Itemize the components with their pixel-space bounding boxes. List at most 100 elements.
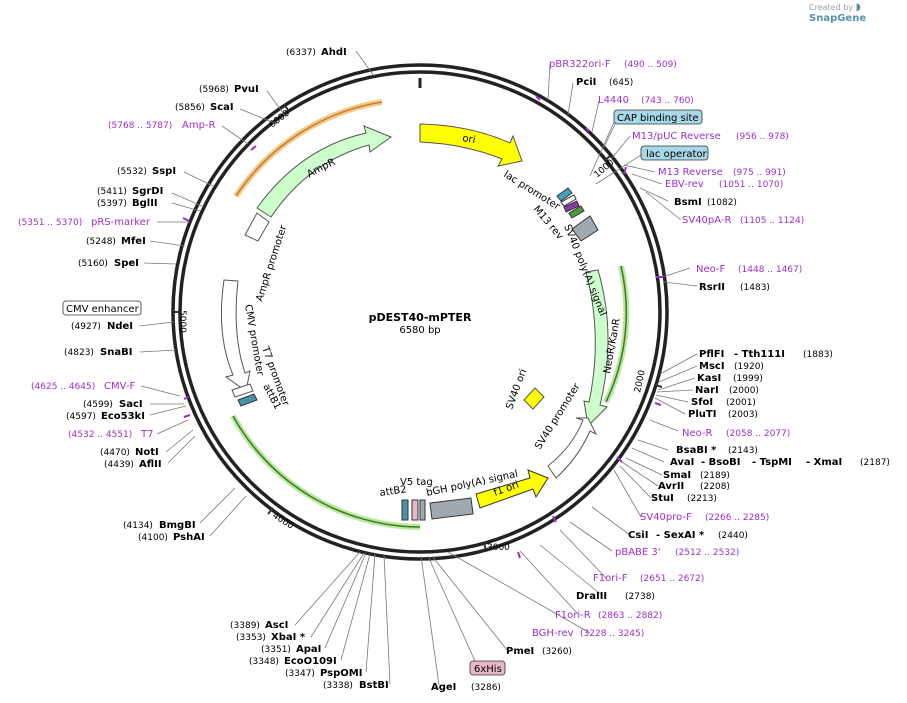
ampr-primer-name[interactable]: Amp-R bbox=[182, 120, 216, 131]
neor-primer-name[interactable]: Neo-R bbox=[682, 428, 713, 439]
smai-name[interactable]: SmaI bbox=[663, 470, 691, 481]
t7-promoter-feature[interactable] bbox=[231, 383, 254, 398]
his-tag-box[interactable] bbox=[469, 660, 506, 676]
attb2-feature[interactable] bbox=[401, 499, 409, 521]
msci-name[interactable]: MscI bbox=[699, 361, 725, 372]
bstbi-pos: (3338) bbox=[323, 681, 353, 691]
ampr-feature[interactable] bbox=[256, 125, 393, 218]
apai-name[interactable]: ApaI bbox=[296, 644, 321, 655]
sv40prof-name[interactable]: SV40pro-F bbox=[640, 512, 692, 523]
pluti-name[interactable]: PluTI bbox=[688, 409, 716, 420]
m13puc-name[interactable]: M13/pUC Reverse bbox=[632, 131, 721, 142]
stui-pos: (2213) bbox=[687, 494, 717, 504]
sv40-promoter-feature[interactable] bbox=[547, 417, 598, 479]
bmgbi-name[interactable]: BmgBI bbox=[159, 520, 196, 531]
bsobi-name[interactable]: - BsoBI bbox=[701, 457, 740, 468]
f1-ori-feature[interactable] bbox=[475, 469, 549, 509]
his-tag-label: 6xHis bbox=[474, 664, 502, 675]
bsabi-name[interactable]: BsaBI * bbox=[676, 445, 717, 456]
bghrev-name[interactable]: BGH-rev bbox=[532, 628, 574, 639]
neor-kanr-feature[interactable] bbox=[583, 269, 609, 428]
t7-primer-pos: (4532 .. 4551) bbox=[68, 430, 132, 440]
mfei-name[interactable]: MfeI bbox=[121, 236, 146, 247]
ahdi-name[interactable]: AhdI bbox=[321, 47, 347, 58]
ori-label: ori bbox=[461, 133, 476, 146]
sgrdi-name[interactable]: SgrDI bbox=[132, 186, 163, 197]
m13rev-name[interactable]: M13 Reverse bbox=[658, 167, 723, 178]
asci-name[interactable]: AscI bbox=[265, 620, 288, 631]
eco0109i-name[interactable]: EcoO109I bbox=[284, 656, 337, 667]
stui-name[interactable]: StuI bbox=[651, 493, 674, 504]
lac-operator-feature[interactable] bbox=[568, 205, 585, 219]
sv40par-name[interactable]: SV40pA-R bbox=[682, 215, 731, 226]
draiii-name[interactable]: DraIII bbox=[576, 591, 607, 602]
v5-tag-feature[interactable] bbox=[411, 499, 419, 521]
xmai-name[interactable]: - XmaI bbox=[806, 457, 842, 468]
cmvf-name[interactable]: CMV-F bbox=[104, 381, 135, 392]
lac-promoter-feature[interactable] bbox=[560, 194, 577, 207]
green-arc-line-right bbox=[605, 265, 628, 403]
sv40-ori-feature[interactable] bbox=[523, 387, 545, 410]
ampr-promoter-feature[interactable] bbox=[244, 212, 270, 242]
pvui-name[interactable]: PvuI bbox=[234, 84, 259, 95]
scai-name[interactable]: ScaI bbox=[210, 102, 234, 113]
his-tag-feature[interactable] bbox=[419, 499, 426, 521]
bglii-name[interactable]: BglII bbox=[132, 198, 158, 209]
f1orir-name[interactable]: F1ori-R bbox=[555, 610, 591, 621]
cap-site-feature[interactable] bbox=[556, 187, 573, 202]
ebv-name[interactable]: EBV-rev bbox=[665, 179, 704, 190]
cmv-enhancer-box[interactable] bbox=[62, 300, 142, 316]
tick-label-2000: 2000 bbox=[633, 369, 648, 394]
cmv-promoter-feature[interactable] bbox=[220, 279, 251, 392]
noti-name[interactable]: NotI bbox=[135, 447, 159, 458]
aflii-name[interactable]: AflII bbox=[139, 459, 162, 470]
t7-primer-name[interactable]: T7 bbox=[140, 429, 153, 440]
bstbi-name[interactable]: BstBI bbox=[359, 680, 389, 691]
rsrii-name[interactable]: RsrII bbox=[699, 282, 725, 293]
bsmi-name[interactable]: BsmI bbox=[674, 197, 702, 208]
f1orif-name[interactable]: F1ori-F bbox=[593, 573, 628, 584]
m13-rev-feature[interactable] bbox=[563, 200, 580, 213]
sv40-ori-label: SV40 ori bbox=[504, 368, 529, 411]
left-labels: (6337) AhdI (5968) PvuI (5856) ScaI (576… bbox=[18, 47, 389, 691]
kasi-name[interactable]: KasI bbox=[697, 373, 721, 384]
pbr-name[interactable]: pBR322ori-F bbox=[549, 59, 611, 70]
sspi-name[interactable]: SspI bbox=[152, 166, 176, 177]
pmei-name[interactable]: PmeI bbox=[506, 646, 534, 657]
ndei-name[interactable]: NdeI bbox=[107, 321, 133, 332]
lac-operator-box[interactable] bbox=[640, 145, 709, 161]
avai-name[interactable]: AvaI bbox=[670, 457, 694, 468]
spei-name[interactable]: SpeI bbox=[114, 258, 139, 269]
attb1-feature[interactable] bbox=[237, 393, 258, 407]
cap-binding-box[interactable] bbox=[613, 109, 703, 125]
pspomi-name[interactable]: PspOMI bbox=[320, 668, 362, 679]
xbai-name[interactable]: XbaI * bbox=[271, 632, 306, 643]
eco53ki-name[interactable]: Eco53kI bbox=[101, 411, 145, 422]
pflfi-name[interactable]: PflFI bbox=[699, 349, 724, 360]
pcii-name[interactable]: PciI bbox=[576, 77, 596, 88]
nari-name[interactable]: NarI bbox=[695, 385, 719, 396]
lac-promoter-label: lac promoter bbox=[501, 169, 562, 213]
ori-feature[interactable] bbox=[419, 123, 523, 167]
avrii-name[interactable]: AvrII bbox=[658, 481, 684, 492]
pbr-pos: (490 .. 509) bbox=[624, 60, 677, 70]
tick-6000 bbox=[283, 103, 289, 111]
sfoi-name[interactable]: SfoI bbox=[691, 397, 713, 408]
tth111i-name[interactable]: - Tth111I bbox=[734, 349, 785, 360]
snabi-name[interactable]: SnaBI bbox=[100, 347, 132, 358]
l4440-name[interactable]: L4440 bbox=[598, 95, 629, 106]
tspmi-name[interactable]: - TspMI bbox=[752, 457, 792, 468]
bgh-polya-feature[interactable] bbox=[429, 497, 474, 520]
agei-name[interactable]: AgeI bbox=[431, 682, 456, 693]
neof-name[interactable]: Neo-F bbox=[696, 264, 726, 275]
ahdi-pos: (6337) bbox=[286, 48, 316, 58]
csii-name[interactable]: CsiI bbox=[628, 530, 648, 541]
prs-name[interactable]: pRS-marker bbox=[91, 217, 151, 228]
pbabe-name[interactable]: pBABE 3' bbox=[615, 547, 661, 558]
sv40-polya-feature[interactable] bbox=[571, 215, 599, 242]
sexai-name[interactable]: - SexAI * bbox=[656, 530, 705, 541]
v5-tag-label: V5 tag bbox=[400, 477, 433, 488]
pshai-name[interactable]: PshAI bbox=[173, 532, 205, 543]
snapgene-credit: Created by ◗ SnapGene bbox=[809, 2, 907, 24]
saci-name[interactable]: SacI bbox=[119, 399, 143, 410]
